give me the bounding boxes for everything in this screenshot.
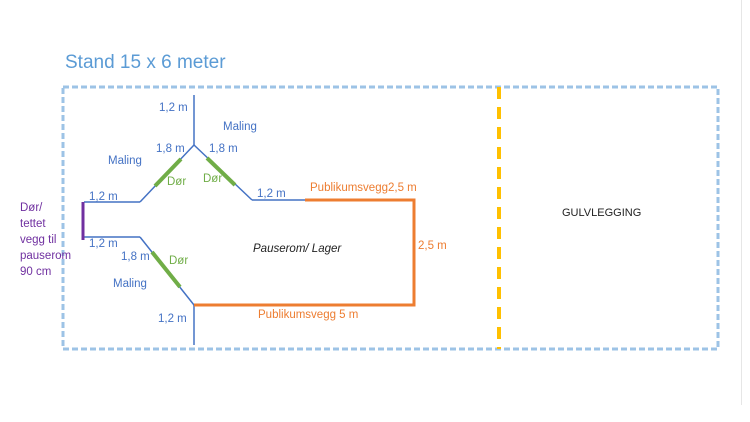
label-length-12-lower: 1,2 m bbox=[89, 238, 118, 250]
label-entry-line-3: vegg til bbox=[20, 234, 56, 246]
label-maling-bottom: Maling bbox=[113, 278, 147, 290]
label-public-wall-side: 2,5 m bbox=[418, 240, 447, 252]
window-edge-line bbox=[741, 0, 742, 405]
label-door-c: Dør bbox=[169, 255, 188, 267]
label-room: Pauserom/ Lager bbox=[253, 243, 342, 255]
door-lower bbox=[150, 250, 182, 289]
public-wall bbox=[194, 198, 416, 307]
label-length-12-right: 1,2 m bbox=[257, 188, 286, 200]
stand-border bbox=[61, 85, 720, 351]
label-top-length: 1,2 m bbox=[159, 102, 188, 114]
label-public-wall-bottom: Publikumsvegg 5 m bbox=[258, 309, 358, 321]
diagram-title: Stand 15 x 6 meter bbox=[65, 52, 226, 73]
label-bottom-length: 1,2 m bbox=[158, 313, 187, 325]
label-public-wall-top: Publikumsvegg2,5 m bbox=[310, 182, 417, 194]
label-length-12-upper: 1,2 m bbox=[89, 191, 118, 203]
door-upper-left bbox=[153, 157, 183, 188]
label-maling-left: Maling bbox=[108, 155, 142, 167]
label-door-b: Dør bbox=[203, 173, 222, 185]
doors bbox=[150, 156, 237, 289]
walls bbox=[84, 95, 305, 345]
label-entry-line-4: pauserom bbox=[20, 250, 71, 262]
label-length-18-a: 1,8 m bbox=[156, 143, 185, 155]
label-entry-line-5: 90 cm bbox=[20, 266, 51, 278]
label-length-18-c: 1,8 m bbox=[121, 251, 150, 263]
door-upper-right bbox=[205, 156, 237, 187]
label-entry-line-1: Dør/ bbox=[20, 202, 43, 214]
label-floor: GULVLEGGING bbox=[562, 207, 641, 219]
label-length-18-b: 1,8 m bbox=[209, 143, 238, 155]
label-door-a: Dør bbox=[167, 176, 186, 188]
label-maling-top: Maling bbox=[223, 121, 257, 133]
label-entry-line-2: tettet bbox=[20, 218, 46, 230]
